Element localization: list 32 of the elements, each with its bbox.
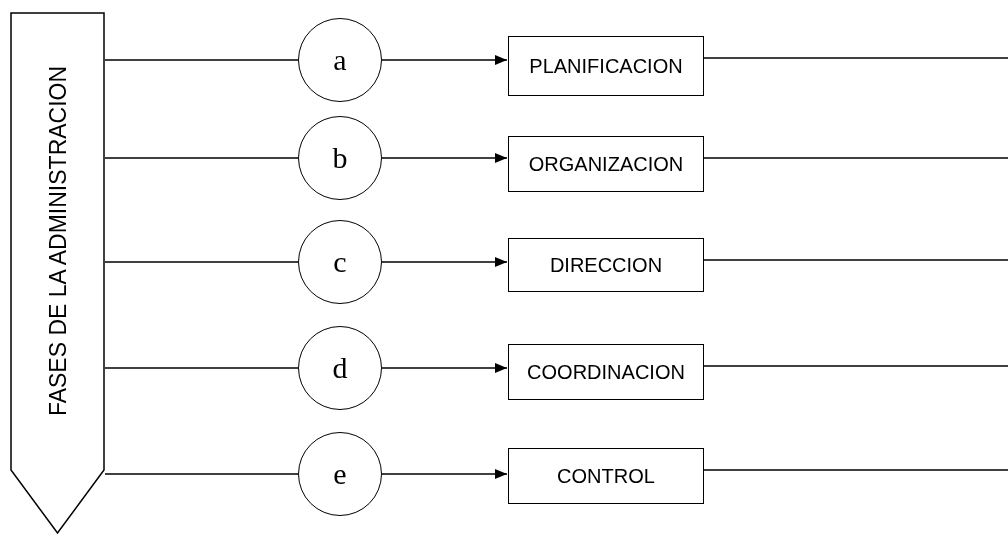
phase-box (508, 238, 704, 292)
circle-letter: a (333, 45, 347, 75)
connector-line (703, 157, 1008, 159)
circle-letter: e (333, 459, 347, 489)
arrow (381, 153, 508, 163)
connector-line (703, 57, 1008, 59)
phase-box (508, 448, 704, 504)
phase-box (508, 344, 704, 400)
arrow (381, 257, 508, 267)
connector-line (703, 365, 1008, 367)
circle-letter: b (332, 143, 348, 173)
vertical-title: FASES DE LA ADMINISTRACION (43, 64, 72, 419)
connector-line (104, 261, 299, 263)
phase-box (508, 136, 704, 192)
connector-line (104, 367, 299, 369)
connector-line (703, 469, 1008, 471)
circle-letter: c (333, 247, 347, 277)
connector-line (104, 59, 299, 61)
banner-arrow-shape (10, 12, 105, 534)
phase-label: PLANIFICACION (529, 54, 683, 78)
arrow (381, 363, 508, 373)
phase-label: DIRECCION (549, 253, 663, 277)
connector-line (104, 473, 299, 475)
arrow (381, 55, 508, 65)
phase-label: COORDINACION (527, 360, 685, 384)
arrow (381, 469, 508, 479)
connector-line (703, 259, 1008, 261)
phase-label: ORGANIZACION (528, 152, 684, 176)
circle-letter: d (332, 353, 348, 383)
phase-label: CONTROL (557, 464, 655, 488)
connector-line (104, 157, 299, 159)
phase-box (508, 36, 704, 96)
